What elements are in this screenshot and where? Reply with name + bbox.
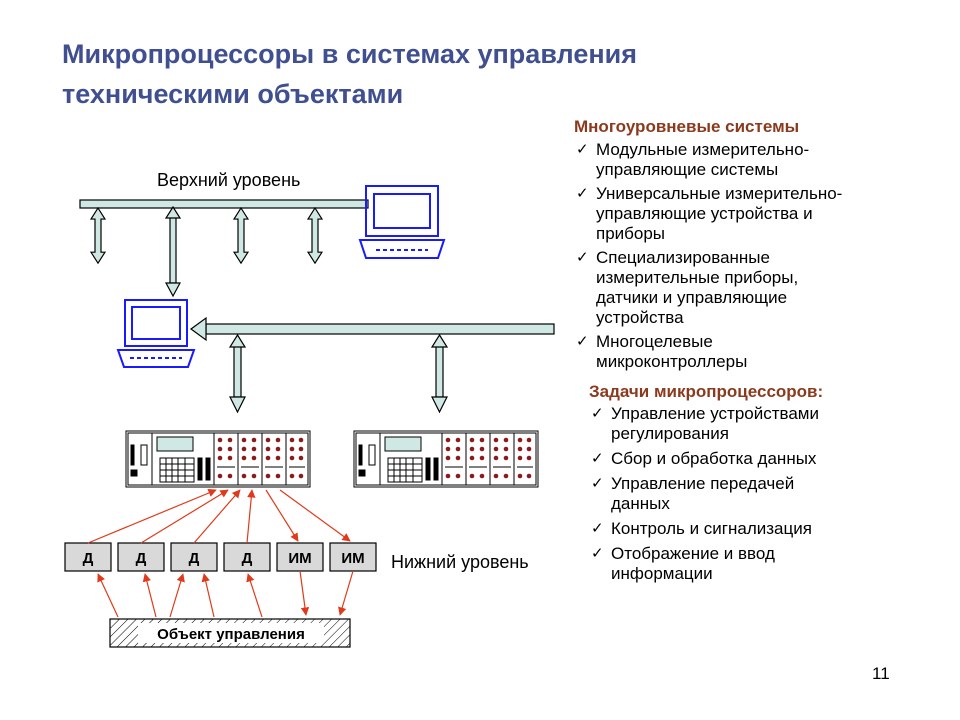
upper-bus	[79, 199, 369, 209]
checkmark-icon: ✓	[576, 249, 589, 266]
sensor-box-2: Д	[117, 542, 165, 572]
list-item-line: Специализированные	[596, 248, 770, 267]
svg-text:Объект управления: Объект управления	[157, 626, 305, 643]
actuator-box-2: ИМ	[329, 542, 377, 572]
sensor-box-3: Д	[170, 542, 218, 572]
checkmark-icon: ✓	[591, 520, 604, 537]
lower-level-label: Нижний уровень	[391, 552, 529, 572]
list-item: ✓ Контроль и сигнализация	[589, 519, 914, 539]
checkmark-icon: ✓	[591, 545, 604, 562]
checkmark-icon: ✓	[576, 141, 589, 158]
section-header: Задачи микропроцессоров:	[589, 382, 824, 401]
bus-to-controller-arrow-2	[430, 333, 449, 414]
list-item: ✓ Модульные измерительно-управляющие сист…	[574, 140, 914, 180]
list-item-line: Сбор и обработка данных	[611, 449, 817, 468]
upper-to-computer-arrow	[164, 205, 182, 298]
list-item-line: информации	[611, 564, 713, 583]
upper-link-arrow-2	[233, 207, 249, 264]
title-line-2: техническими объектами	[62, 79, 404, 109]
svg-text:ИМ: ИМ	[288, 550, 311, 567]
checkmark-icon: ✓	[576, 185, 589, 202]
svg-text:Д: Д	[242, 550, 253, 567]
multilevel-systems-list: ✓ Модульные измерительно-управляющие сист…	[574, 140, 914, 372]
list-item-line: Универсальные измерительно-	[596, 184, 843, 203]
title-line-1: Микропроцессоры в системах управления	[62, 39, 638, 69]
list-item-line: Управление устройствами	[611, 404, 819, 423]
list-item-line: Модульные измерительно-	[596, 140, 810, 159]
tasks-section: Задачи микропроцессоров: ✓ Управление уст…	[589, 381, 914, 584]
list-item: ✓ Универсальные измерительно-управляющие …	[574, 184, 914, 244]
list-item-line: Управление передачей	[611, 474, 795, 493]
control-object: Объект управления	[109, 618, 351, 648]
info-panel: Многоуровневые системы ✓ Модульные измери…	[574, 116, 914, 589]
checkmark-icon: ✓	[591, 475, 604, 492]
sensor-box-4: Д	[223, 542, 271, 572]
top-computer-icon	[358, 185, 446, 259]
checkmark-icon: ✓	[591, 450, 604, 467]
list-item-line: устройства	[596, 308, 684, 327]
checkmark-icon: ✓	[591, 405, 604, 422]
svg-text:Д: Д	[136, 550, 147, 567]
list-item-line: измерительные приборы,	[596, 268, 799, 287]
list-item-line: микроконтроллеры	[596, 352, 748, 371]
list-item-line: Отображение и ввод	[611, 544, 775, 563]
middle-computer-icon	[116, 299, 196, 368]
list-item-line: управляющие устройства и	[596, 204, 813, 223]
controller-rack-2	[353, 430, 539, 488]
section-header: Многоуровневые системы	[574, 117, 800, 136]
list-item: ✓ Сбор и обработка данных	[589, 449, 914, 469]
upper-link-arrow-1	[90, 207, 106, 264]
list-item-line: приборы	[596, 224, 666, 243]
multilevel-systems-section: Многоуровневые системы ✓ Модульные измери…	[574, 116, 914, 372]
list-item-line: управляющие системы	[596, 160, 779, 179]
svg-text:Д: Д	[189, 550, 200, 567]
checkmark-icon: ✓	[576, 333, 589, 350]
list-item-line: Многоцелевые	[596, 332, 713, 351]
slide-title: Микропроцессоры в системах управления те…	[62, 34, 822, 114]
upper-link-arrow-3	[307, 207, 323, 264]
upper-level-label: Верхний уровень	[157, 170, 300, 190]
controller-rack-1	[125, 430, 311, 488]
list-item-line: регулирования	[611, 424, 729, 443]
actuator-box-1: ИМ	[276, 542, 324, 572]
list-item-line: датчики и управляющие	[596, 288, 788, 307]
middle-bus	[189, 316, 555, 342]
list-item-line: Контроль и сигнализация	[611, 519, 812, 538]
svg-text:Д: Д	[83, 550, 94, 567]
page-number: 11	[872, 664, 890, 683]
signal-arrows	[87, 489, 354, 618]
sensor-box-1: Д	[64, 542, 112, 572]
bus-to-controller-arrow-1	[228, 333, 247, 414]
list-item-line: данных	[611, 494, 670, 513]
svg-text:ИМ: ИМ	[341, 550, 364, 567]
